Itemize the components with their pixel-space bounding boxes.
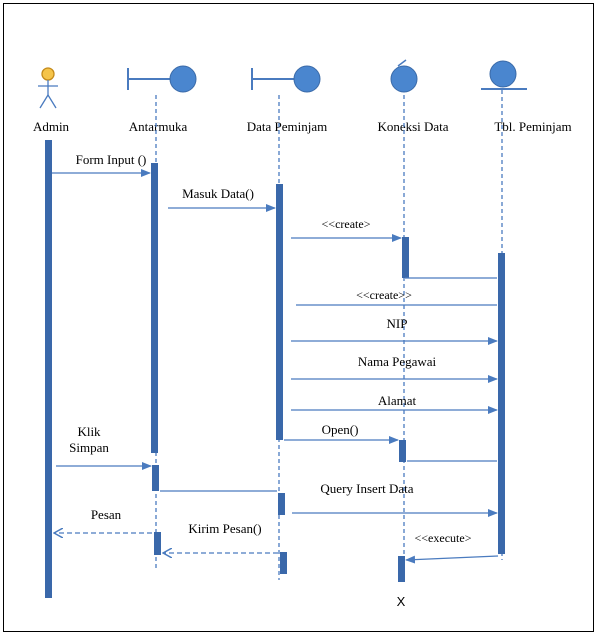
destroy-marker: X [397,594,406,609]
activation-antarmuka-2 [152,465,159,491]
participant-label-admin: Admin [33,119,70,134]
message-label-simpan: Simpan [69,440,109,455]
antarmuka-boundary-icon [127,65,197,93]
koneksi-data-control-icon [390,59,418,93]
message-label-nip: NIP [387,316,408,331]
message-label-kirim-pesan: Kirim Pesan() [188,521,261,536]
activation-koneksi-data-2 [399,440,406,462]
message-label-create2: <<create>> [356,288,412,302]
message-label-alamat: Alamat [378,393,417,408]
activation-antarmuka-1 [151,163,158,453]
message-label-masuk-data: Masuk Data() [182,186,254,201]
message-execute-arrow [405,555,499,564]
message-label-open: Open() [322,422,359,437]
activation-admin [45,140,52,598]
message-label-query-insert: Query Insert Data [320,481,413,496]
participant-label-antarmuka: Antarmuka [129,119,188,134]
activation-data-peminjam-1 [276,184,283,440]
activation-koneksi-data-1 [402,237,409,278]
message-label-nama-pegawai: Nama Pegawai [358,354,437,369]
activation-data-peminjam-3 [280,552,287,574]
activation-data-peminjam-2 [278,493,285,515]
participant-label-koneksi-data: Koneksi Data [377,119,448,134]
message-label-create1: <<create> [322,217,371,231]
message-label-klik: Klik [77,424,101,439]
activation-antarmuka-3 [154,532,161,555]
diagram-frame [3,3,594,632]
message-label-pesan: Pesan [91,507,122,522]
activation-tbl-peminjam [498,253,505,554]
activation-koneksi-data-3 [398,556,405,582]
admin-actor-icon [38,67,58,109]
data-peminjam-boundary-icon [251,65,321,93]
message-label-execute: <<execute> [415,531,472,545]
participant-label-tbl-peminjam: Tbl. Peminjam [494,119,571,134]
message-label-form-input: Form Input () [76,152,147,167]
tbl-peminjam-entity-icon [481,60,527,90]
participant-label-data-peminjam: Data Peminjam [247,119,328,134]
